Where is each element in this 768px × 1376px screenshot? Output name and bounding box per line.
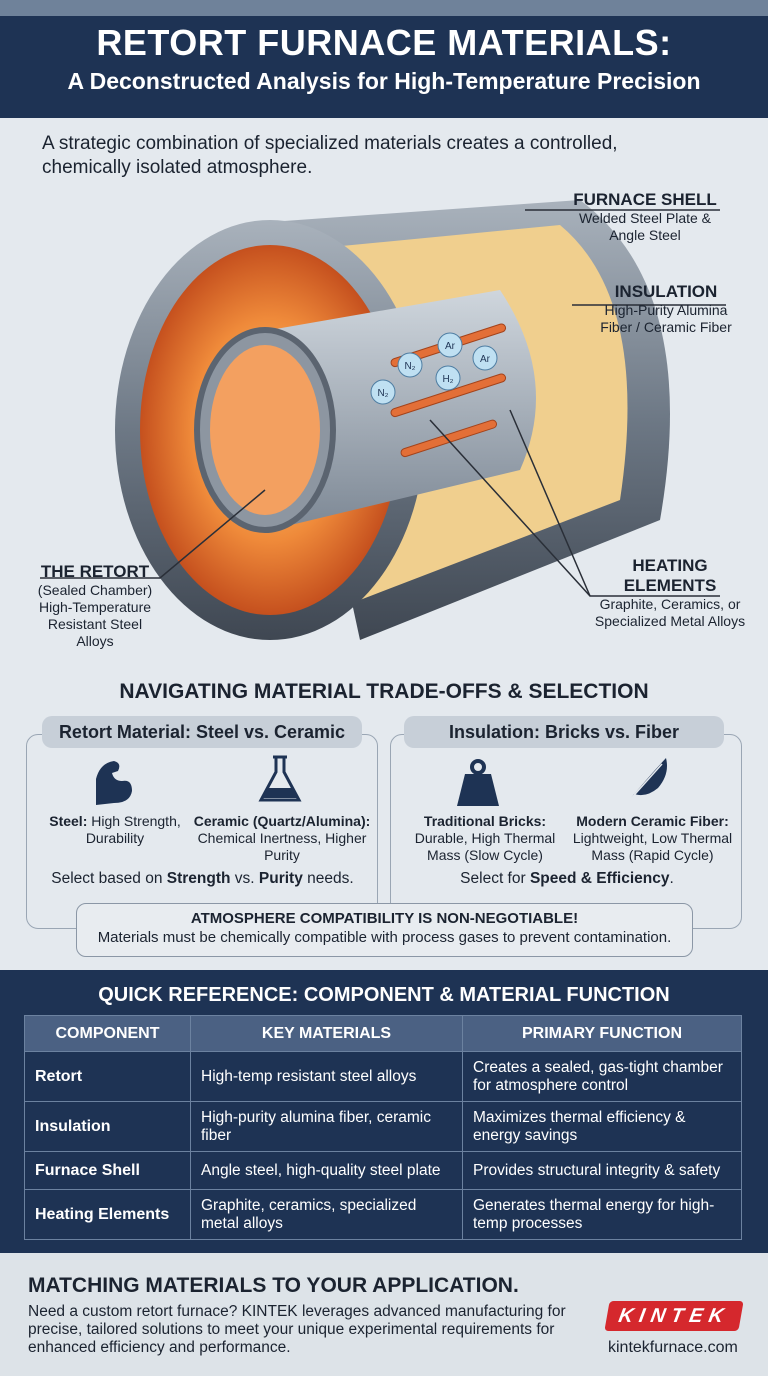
callout-title: ATMOSPHERE COMPATIBILITY IS NON-NEGOTIAB… [190, 910, 579, 927]
cell: Provides structural integrity & safety [462, 1151, 742, 1190]
feather-icon [627, 758, 667, 803]
label-retort: THE RETORT(Sealed Chamber)High-Temperatu… [37, 562, 153, 649]
muscle-icon [96, 761, 132, 805]
cell: Furnace Shell [24, 1151, 191, 1190]
insulation-panel-title: Insulation: Bricks vs. Fiber [404, 716, 724, 748]
bricks-item: Traditional Bricks:Durable, High Thermal… [414, 813, 556, 863]
leader-lines [40, 209, 726, 597]
intro-text: A strategic combination of specialized m… [42, 133, 618, 178]
steel-item: Steel: High Strength, Durability [49, 813, 181, 846]
retort-panel-title: Retort Material: Steel vs. Ceramic [42, 716, 362, 748]
gas-label: H₂ [442, 374, 453, 385]
gas-label: Ar [480, 354, 491, 365]
cell: Retort [24, 1051, 191, 1102]
insulation-selection-note: Select for Speed & Efficiency. [460, 870, 674, 887]
footer-title: MATCHING MATERIALS TO YOUR APPLICATION. [28, 1274, 519, 1297]
cell: Generates thermal energy for high-temp p… [462, 1189, 742, 1240]
column-header: COMPONENT [24, 1015, 191, 1052]
website-link[interactable]: kintekfurnace.com [608, 1339, 738, 1356]
footer: MATCHING MATERIALS TO YOUR APPLICATION. … [0, 1253, 768, 1376]
callout-text: Materials must be chemically compatible … [97, 929, 672, 946]
cell: High-purity alumina fiber, ceramic fiber [190, 1101, 463, 1152]
flask-icon [258, 755, 302, 802]
atmosphere-callout: ATMOSPHERE COMPATIBILITY IS NON-NEGOTIAB… [76, 903, 693, 957]
cell: High-temp resistant steel alloys [190, 1051, 463, 1102]
cell: Insulation [24, 1101, 191, 1152]
gas-label: N₂ [404, 361, 415, 372]
fiber-item: Modern Ceramic Fiber:Lightweight, Low Th… [572, 813, 733, 863]
column-header: KEY MATERIALS [190, 1015, 463, 1052]
reference-table: COMPONENT KEY MATERIALS PRIMARY FUNCTION… [24, 1015, 742, 1240]
gas-label: Ar [445, 341, 456, 352]
footer-text: Need a custom retort furnace? KINTEK lev… [28, 1303, 566, 1356]
tradeoffs-title: NAVIGATING MATERIAL TRADE-OFFS & SELECTI… [119, 680, 649, 703]
cell: Graphite, ceramics, specialized metal al… [190, 1189, 463, 1240]
ceramic-item: Ceramic (Quartz/Alumina):Chemical Inertn… [193, 813, 371, 863]
cell: Maximizes thermal efficiency & energy sa… [462, 1101, 742, 1152]
page-title: RETORT FURNACE MATERIALS: [96, 22, 672, 63]
cell: Heating Elements [24, 1189, 191, 1240]
page-subtitle: A Deconstructed Analysis for High-Temper… [67, 68, 701, 94]
column-header: PRIMARY FUNCTION [462, 1015, 742, 1052]
gas-label: N₂ [377, 388, 388, 399]
table-header-row: COMPONENT KEY MATERIALS PRIMARY FUNCTION [24, 1015, 742, 1052]
cell: Creates a sealed, gas-tight chamber for … [462, 1051, 742, 1102]
cell: Angle steel, high-quality steel plate [190, 1151, 463, 1190]
quick-reference-section: QUICK REFERENCE: COMPONENT & MATERIAL FU… [0, 970, 768, 1253]
weight-icon [457, 759, 499, 806]
retort-selection-note: Select based on Strength vs. Purity need… [51, 870, 354, 887]
kintek-logo[interactable]: KINTEK [604, 1301, 744, 1331]
reference-title: QUICK REFERENCE: COMPONENT & MATERIAL FU… [98, 984, 670, 1006]
header-banner: RETORT FURNACE MATERIALS: A Deconstructe… [0, 0, 768, 118]
